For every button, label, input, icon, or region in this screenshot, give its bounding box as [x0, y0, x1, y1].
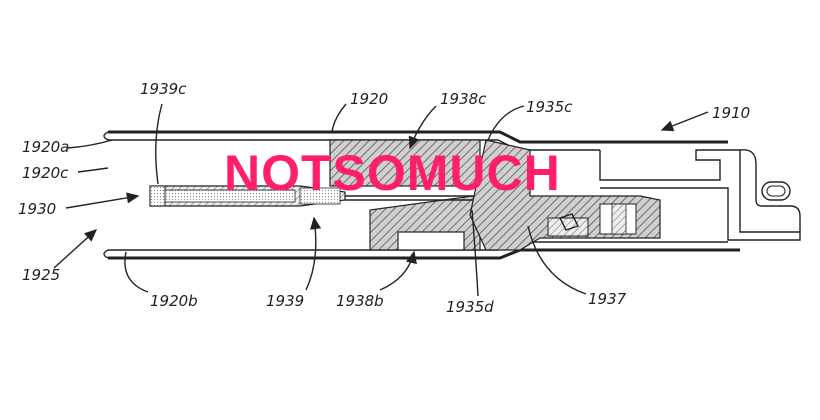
- insert-block-upper: [329, 139, 481, 187]
- insert-cutout: [397, 231, 465, 251]
- label-1925: 1925: [22, 266, 60, 284]
- label-1939c: 1939c: [140, 80, 187, 98]
- shell-bottom-lip: [103, 249, 109, 259]
- label-1939: 1939: [266, 292, 304, 310]
- spring-element: [547, 203, 637, 237]
- leader-lines: [53, 103, 709, 297]
- shell-top-lip: [103, 131, 109, 141]
- watermark-text: NOTSOMUCH: [224, 145, 561, 201]
- label-1935d: 1935d: [446, 298, 494, 316]
- contact-pin: [149, 185, 490, 207]
- label-1920c: 1920c: [22, 164, 69, 182]
- label-1930: 1930: [18, 200, 56, 218]
- mounting-bracket: [599, 149, 801, 241]
- label-1920b: 1920b: [150, 292, 198, 310]
- label-1937: 1937: [588, 290, 627, 308]
- label-1935c: 1935c: [526, 98, 573, 116]
- label-1920a: 1920a: [22, 138, 69, 156]
- label-1938c: 1938c: [440, 90, 487, 108]
- label-1938b: 1938b: [336, 292, 384, 310]
- label-1920: 1920: [350, 90, 388, 108]
- label-1910: 1910: [712, 104, 750, 122]
